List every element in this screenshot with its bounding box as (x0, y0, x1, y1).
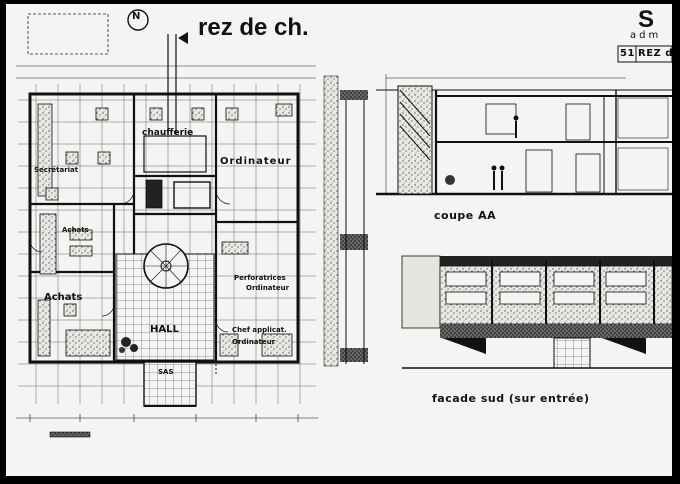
room-chef-applications: Chef applicat. (232, 326, 287, 334)
paper: rez de ch. S adm 51 REZ d N coupe AA fac… (6, 4, 672, 476)
room-perforatrices: Perforatrices (234, 274, 286, 282)
plan-linework (16, 9, 672, 438)
room-chaufferie: chaufferie (142, 128, 194, 138)
corner-sub: adm (630, 30, 662, 41)
north-label: N (132, 11, 141, 22)
section-aa-drawing (376, 74, 672, 196)
facade-title: facade sud (sur entrée) (432, 392, 590, 405)
room-ordinateur-lower: Ordinateur (232, 338, 276, 346)
corner-letter: S (638, 6, 655, 33)
room-achats-top: Achats (62, 226, 89, 234)
room-achats: Achats (44, 292, 83, 303)
room-sas: SAS (158, 368, 174, 376)
north-arrow (127, 9, 149, 31)
room-secretariat: Secrétariat (34, 166, 79, 174)
plan-title: rez de ch. (198, 14, 309, 41)
facade-drawing (401, 255, 672, 369)
section-title: coupe AA (434, 209, 497, 222)
room-ordinateur-small: Ordinateur (246, 284, 290, 292)
dashed-outline (27, 13, 109, 55)
room-hall: HALL (150, 324, 179, 335)
sheet-code: REZ d (638, 48, 672, 59)
room-ordinateur: Ordinateur (220, 156, 292, 167)
sheet-number: 51 (620, 48, 635, 59)
